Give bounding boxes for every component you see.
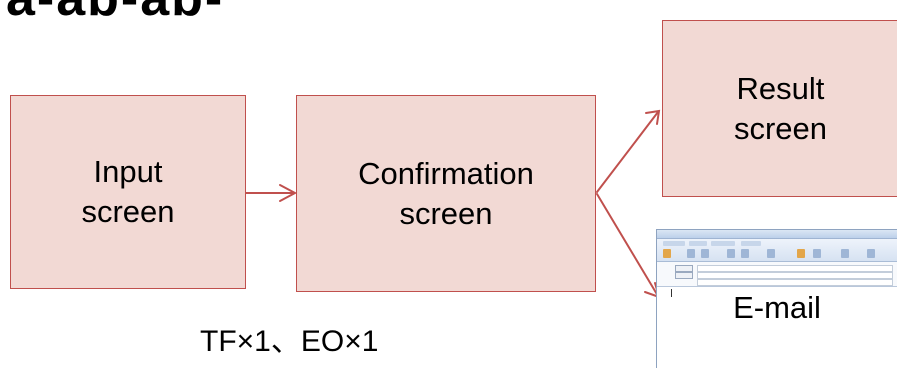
- ribbon-tool-icon: [767, 249, 775, 258]
- ribbon-tool-icon: [727, 249, 735, 258]
- ribbon-tool-icon: [867, 249, 875, 258]
- to-button: [675, 265, 693, 272]
- arrowhead-confirmation: [279, 184, 298, 202]
- ribbon-tool-icon: [741, 249, 749, 258]
- text-cursor: [671, 289, 672, 297]
- input-screen-label: Input screen: [81, 154, 175, 229]
- result-screen-box: Result screen: [662, 20, 897, 197]
- subject-field: [697, 279, 893, 286]
- ribbon-tab: [689, 241, 707, 246]
- arrow-confirmation-to-result: [596, 111, 659, 193]
- ribbon-paste-icon: [663, 249, 671, 258]
- ribbon-tool-icon: [841, 249, 849, 258]
- ribbon-tab: [741, 241, 761, 246]
- email-header-fields: [657, 262, 897, 287]
- confirmation-screen-box: Confirmation screen: [296, 95, 596, 292]
- ribbon-tab: [711, 241, 735, 246]
- arrow-confirmation-to-email: [596, 193, 659, 297]
- input-screen-box: Input screen: [10, 95, 246, 289]
- email-window: E-mail: [656, 229, 897, 368]
- email-window-titlebar: [657, 230, 897, 239]
- confirmation-screen-label: Confirmation screen: [358, 155, 534, 231]
- cc-button: [675, 272, 693, 279]
- ribbon-tool-icon: [813, 249, 821, 258]
- email-window-ribbon: [657, 239, 897, 262]
- clipped-slide-title-text: a-ab-ab-a: [0, 0, 240, 28]
- arrowhead-result: [645, 109, 661, 125]
- ribbon-tool-icon: [797, 249, 805, 258]
- ribbon-tool-icon: [687, 249, 695, 258]
- ribbon-tab: [663, 241, 685, 246]
- ribbon-tool-icon: [701, 249, 709, 258]
- cc-field: [697, 272, 893, 279]
- tf-eo-counts: TF×1、EO×1: [200, 325, 379, 358]
- to-field: [697, 265, 893, 272]
- result-screen-label: Result screen: [733, 70, 828, 146]
- clipped-slide-title: a-ab-ab-a: [0, 0, 240, 28]
- email-label: E-mail: [733, 290, 821, 325]
